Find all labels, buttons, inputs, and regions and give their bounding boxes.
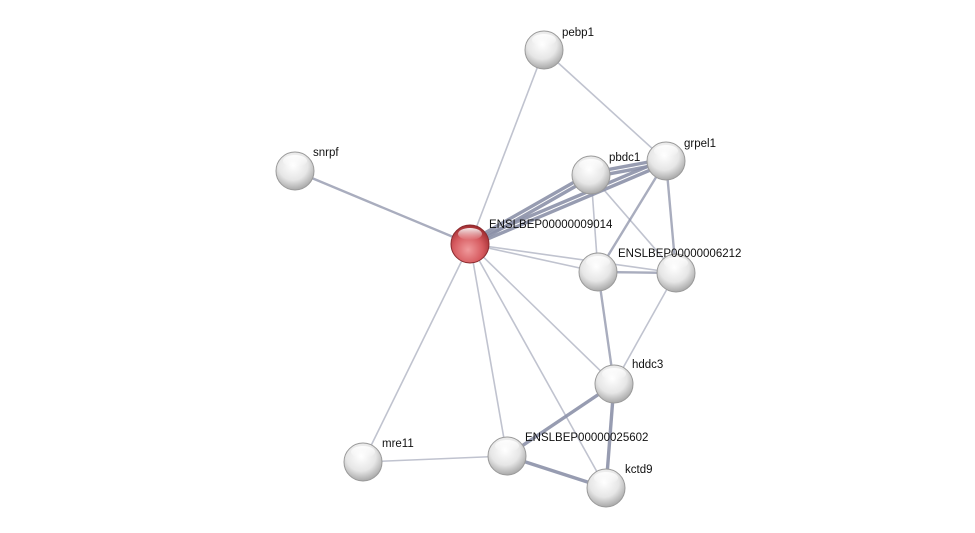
sphere-highlight — [495, 440, 519, 452]
sphere-highlight — [664, 257, 688, 269]
edge-q-e6212[interactable] — [469, 243, 677, 274]
edge-q-hddc3[interactable] — [469, 243, 615, 385]
edge-q-pebp1[interactable] — [469, 49, 545, 245]
node-label: pbdc1 — [609, 152, 640, 164]
sphere-highlight — [654, 145, 678, 157]
edge-e25602-mre11[interactable] — [362, 455, 508, 463]
edge-q-snrpf[interactable] — [294, 169, 471, 246]
edge-q-kctd9[interactable] — [469, 243, 607, 489]
node-e25602[interactable]: ENSLBEP00000025602 — [487, 432, 648, 476]
edge-q-e25602[interactable] — [469, 243, 508, 457]
sphere-highlight — [594, 472, 618, 484]
node-label: kctd9 — [625, 464, 653, 476]
edge-hddc3-e25602[interactable] — [506, 382, 615, 458]
node-n598[interactable] — [578, 252, 618, 292]
node-label: ENSLBEP00000009014 — [489, 219, 613, 231]
node-label: mre11 — [382, 438, 414, 450]
node-label: grpel1 — [684, 138, 716, 150]
node-pebp1[interactable]: pebp1 — [524, 27, 594, 70]
node-label: pebp1 — [562, 27, 594, 39]
sphere-highlight — [586, 256, 610, 268]
edge-q-n598[interactable] — [469, 243, 599, 273]
edge-pbdc1-e6212[interactable] — [590, 174, 677, 274]
edge-q-pbdc1[interactable] — [470, 175, 593, 248]
node-hddc3[interactable]: hddc3 — [594, 359, 663, 404]
sphere-highlight — [579, 159, 603, 171]
node-q[interactable]: ENSLBEP00000009014 — [450, 219, 613, 264]
edge-pebp1-grpel1[interactable] — [543, 49, 667, 162]
edge-q-grpel1[interactable] — [468, 157, 666, 244]
sphere-highlight — [351, 446, 375, 458]
edge-q-pbdc1[interactable] — [468, 171, 591, 244]
edge-q-grpel1[interactable] — [470, 161, 668, 248]
node-label: ENSLBEP00000006212 — [618, 248, 741, 260]
sphere-highlight — [602, 368, 626, 380]
node-label: ENSLBEP00000025602 — [525, 432, 648, 444]
node-pbdc1[interactable]: pbdc1 — [571, 152, 640, 195]
node-label: snrpf — [313, 147, 339, 159]
node-e6212[interactable]: ENSLBEP00000006212 — [618, 248, 741, 293]
node-mre11[interactable]: mre11 — [343, 438, 414, 482]
sphere-highlight — [283, 155, 307, 167]
node-grpel1[interactable]: grpel1 — [646, 138, 716, 181]
edge-e6212-hddc3[interactable] — [613, 272, 677, 385]
node-snrpf[interactable]: snrpf — [275, 147, 339, 191]
node-kctd9[interactable]: kctd9 — [586, 464, 653, 508]
edge-grpel1-n598[interactable] — [596, 160, 668, 273]
node-label: hddc3 — [632, 359, 663, 371]
sphere-highlight — [532, 34, 556, 46]
sphere-highlight — [458, 228, 482, 240]
edge-q-mre11[interactable] — [362, 243, 471, 463]
